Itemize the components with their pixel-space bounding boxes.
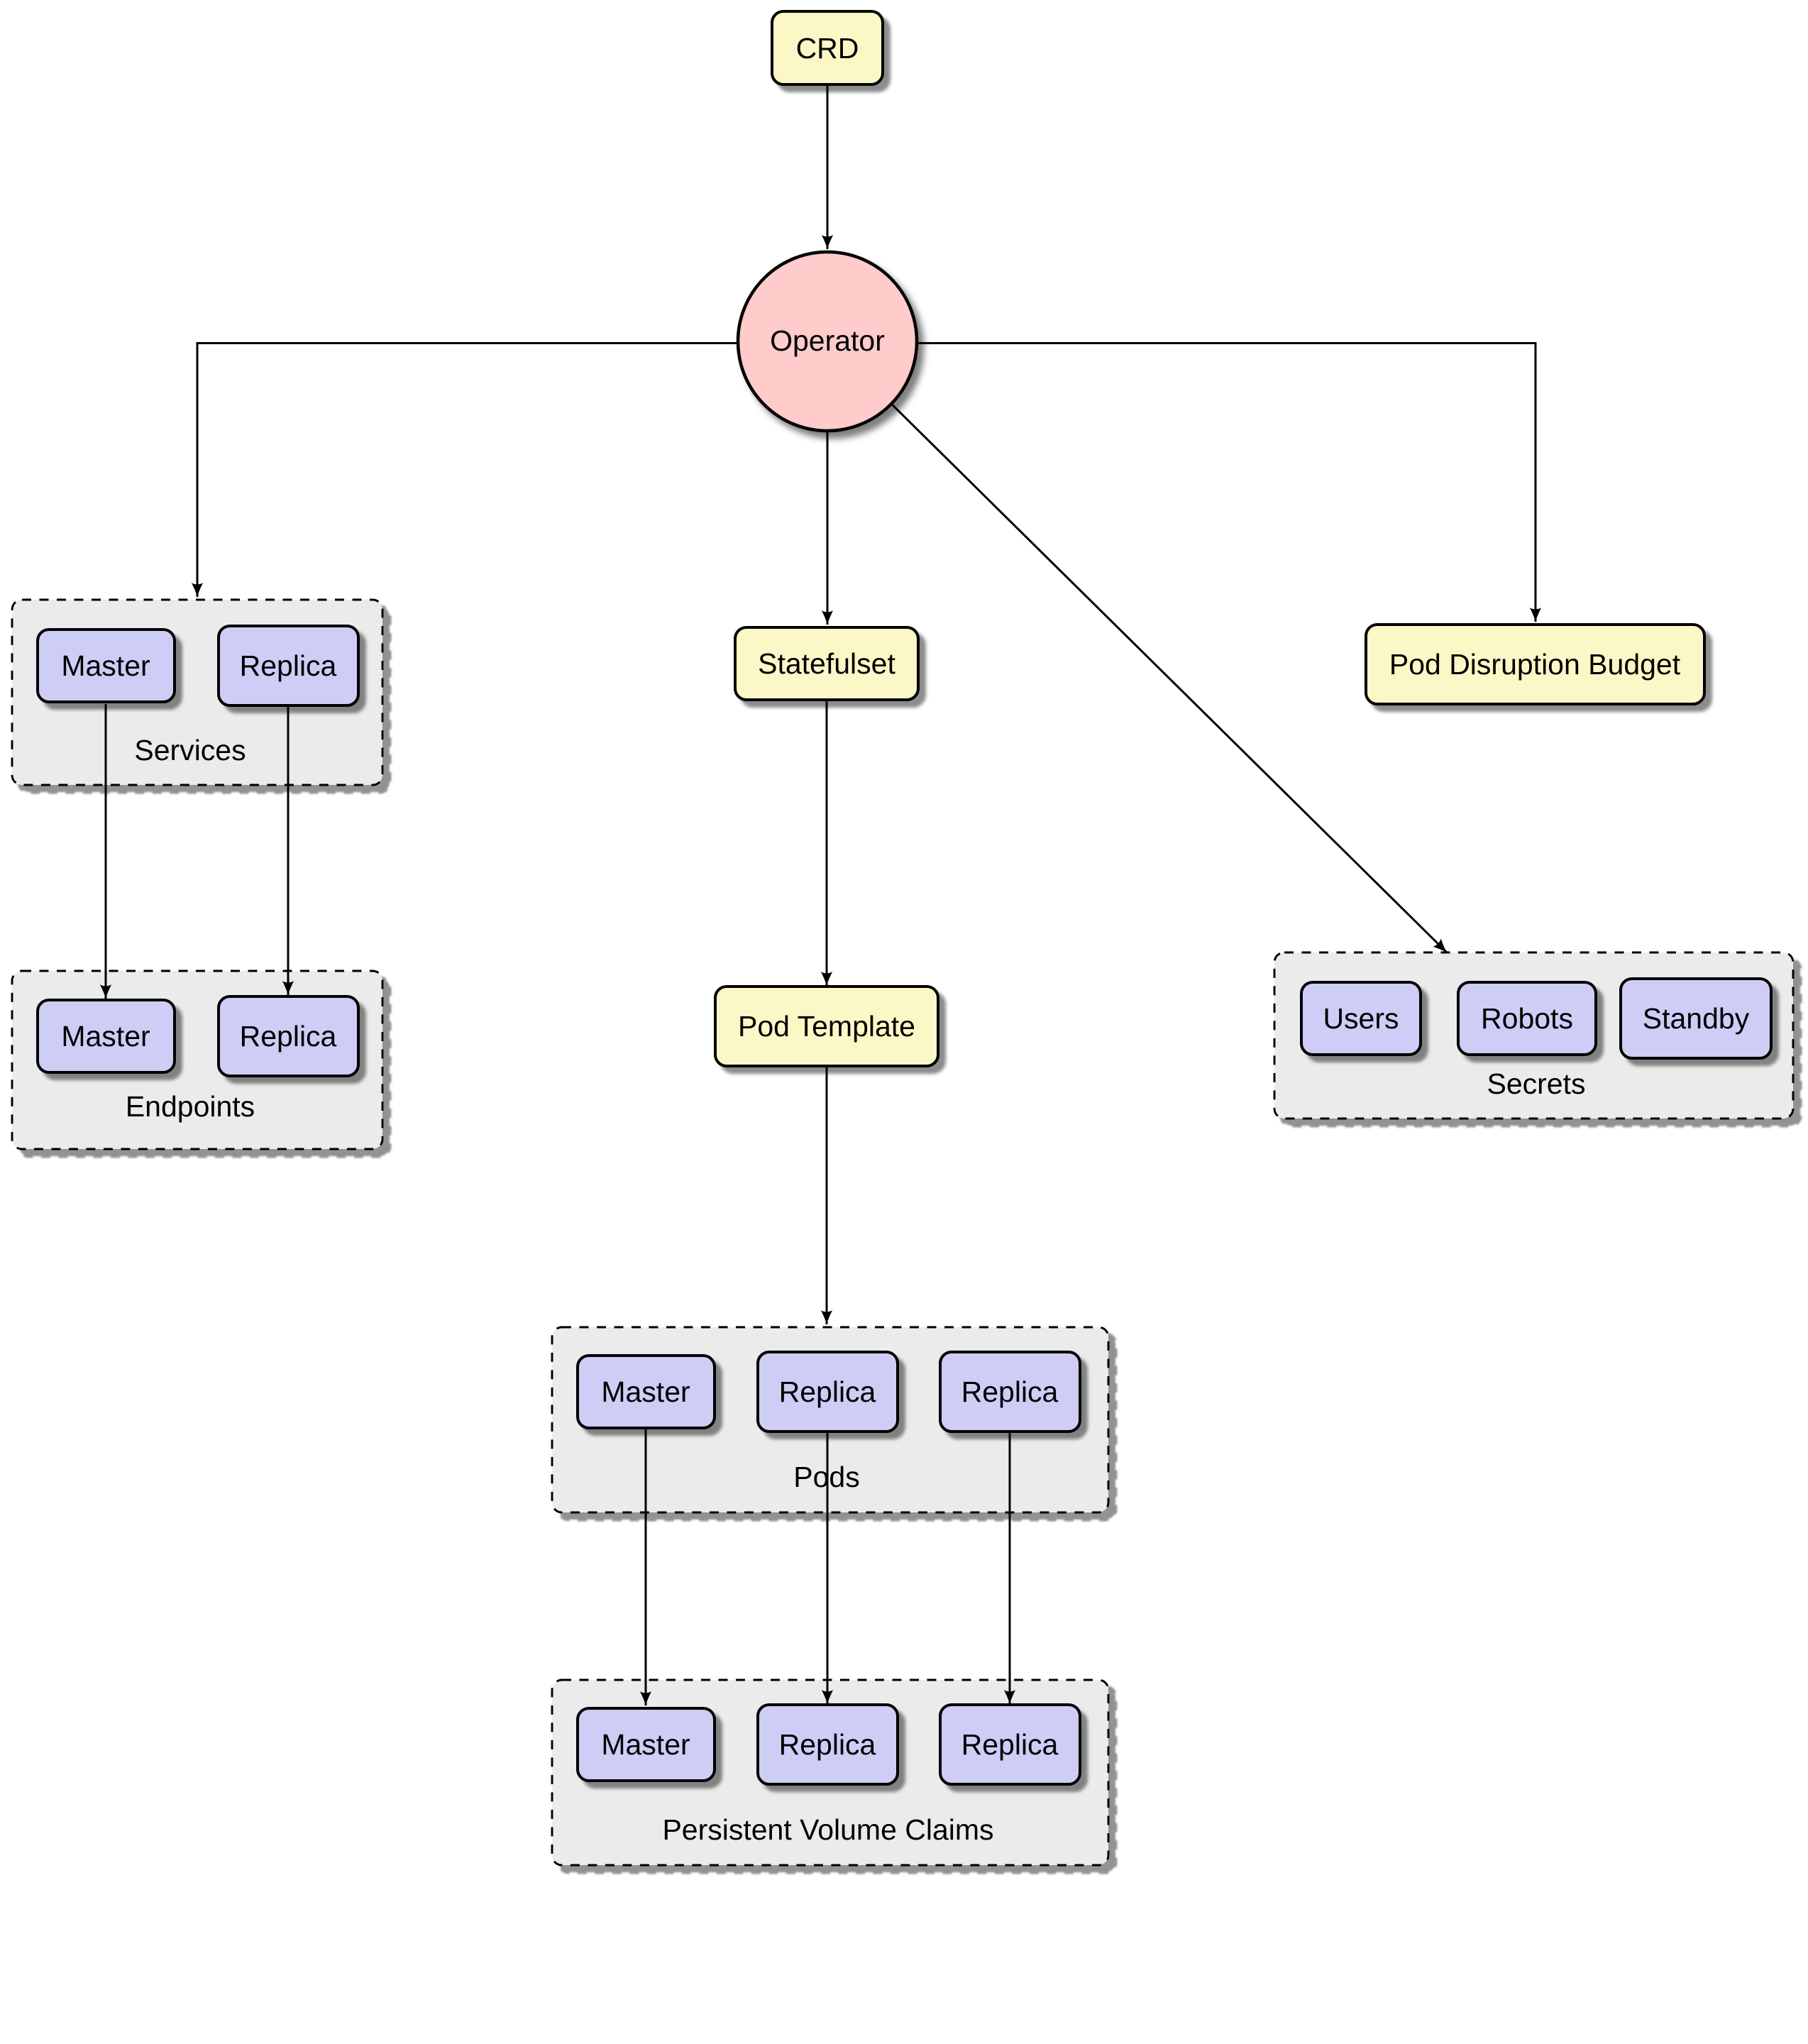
svg-text:Master: Master xyxy=(601,1728,690,1761)
svg-text:Robots: Robots xyxy=(1481,1002,1573,1035)
svg-text:Pod Template: Pod Template xyxy=(738,1010,915,1043)
svg-text:Services: Services xyxy=(134,734,246,766)
svg-text:Master: Master xyxy=(61,649,150,682)
svg-text:Master: Master xyxy=(61,1020,150,1053)
svg-text:Secrets: Secrets xyxy=(1487,1067,1586,1100)
svg-text:Statefulset: Statefulset xyxy=(758,647,895,680)
svg-text:Replica: Replica xyxy=(779,1375,876,1408)
svg-text:Users: Users xyxy=(1323,1002,1399,1035)
svg-text:Replica: Replica xyxy=(961,1375,1059,1408)
svg-text:Persistent Volume Claims: Persistent Volume Claims xyxy=(662,1813,993,1846)
svg-text:Standby: Standby xyxy=(1643,1002,1750,1035)
svg-text:CRD: CRD xyxy=(796,32,859,65)
svg-text:Replica: Replica xyxy=(240,649,337,682)
svg-text:Master: Master xyxy=(601,1375,690,1408)
svg-text:Replica: Replica xyxy=(240,1020,337,1053)
svg-text:Replica: Replica xyxy=(961,1728,1059,1761)
svg-text:Pod Disruption Budget: Pod Disruption Budget xyxy=(1389,648,1681,681)
svg-text:Endpoints: Endpoints xyxy=(126,1090,255,1123)
svg-text:Operator: Operator xyxy=(770,324,885,357)
svg-text:Replica: Replica xyxy=(779,1728,876,1761)
